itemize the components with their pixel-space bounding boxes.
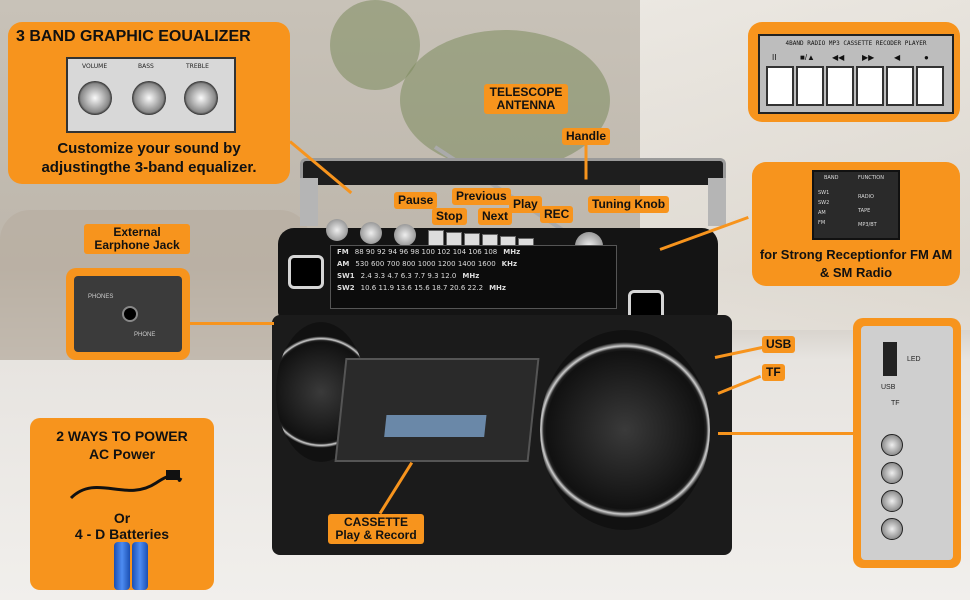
ac-cord-icon: [69, 470, 183, 500]
power-option-batteries: 4 - D Batteries: [74, 526, 170, 542]
function-label: FUNCTION: [858, 175, 884, 181]
battery-icon: [114, 542, 130, 590]
eq-label: VOLUME: [82, 63, 108, 70]
cassette-window: [384, 415, 487, 437]
leader-line: [188, 322, 274, 325]
tuning-label: Tuning Knob: [588, 196, 670, 214]
tf-label: TF: [762, 364, 785, 382]
earphone-label: External Earphone Jack: [84, 224, 190, 255]
right-speaker: [540, 330, 710, 530]
control-panel-image: 4BAND RADIO MP3 CASSETTE RECODER PLAYER …: [758, 34, 954, 114]
usb-callout: LED USB TF: [853, 318, 961, 568]
earphone-callout: PHONES PHONE: [66, 268, 190, 360]
eq-label: TREBLE: [186, 63, 209, 70]
function-option: TAPE: [858, 208, 871, 214]
cassette-door[interactable]: [334, 358, 540, 462]
plant: [330, 0, 420, 90]
handle-leg: [300, 178, 318, 226]
equalizer-callout: 3 BAND GRAPHIC EOUALIZER VOLUME BASS TRE…: [8, 22, 290, 184]
function-option: RADIO: [858, 194, 874, 200]
mode-button: [881, 434, 903, 456]
eq-label: BASS: [138, 63, 154, 70]
control-panel-title: 4BAND RADIO MP3 CASSETTE RECODER PLAYER: [785, 40, 927, 47]
pause-key: [766, 66, 794, 106]
bass-knob[interactable]: [360, 222, 382, 244]
stop-key: [796, 66, 824, 106]
play-key: [886, 66, 914, 106]
band-option: AM: [818, 210, 826, 216]
band-switch-image: BAND FUNCTION SW1 SW2 AM FM RADIO TAPE M…: [812, 170, 900, 240]
next-label: Next: [478, 208, 513, 226]
usb-port-label: USB: [881, 384, 896, 391]
volume-knob[interactable]: [326, 219, 348, 241]
handle: [300, 158, 726, 185]
next-button: [881, 518, 903, 540]
record-symbol: ●: [924, 53, 929, 62]
jack-label: PHONES: [88, 294, 114, 300]
telescope-label: TELESCOPE ANTENNA: [484, 84, 568, 115]
leader-line: [718, 432, 854, 435]
battery-icon: [132, 542, 148, 590]
volume-knob: [78, 81, 112, 115]
equalizer-description: Customize your sound by adjustingthe 3-b…: [41, 140, 257, 176]
usb-port: [883, 342, 897, 376]
pause-label: Pause: [394, 192, 438, 210]
stop-eject-symbol: ■/▲: [800, 53, 815, 62]
usb-panel-image: LED USB TF: [861, 326, 953, 560]
handle-label: Handle: [562, 128, 611, 146]
power-or: Or: [113, 510, 131, 526]
control-panel-callout: 4BAND RADIO MP3 CASSETTE RECODER PLAYER …: [748, 22, 960, 122]
band-option: FM: [818, 220, 826, 226]
bass-knob: [132, 81, 166, 115]
pause-key[interactable]: [428, 230, 444, 246]
rewind-key: [826, 66, 854, 106]
equalizer-title: 3 BAND GRAPHIC EOUALIZER: [16, 28, 251, 45]
previous-button: [881, 490, 903, 512]
previous-label: Previous: [452, 188, 511, 206]
stop-label: Stop: [432, 208, 467, 226]
led-label: LED: [907, 356, 921, 363]
pause-symbol: II: [772, 53, 777, 62]
band-option: SW2: [818, 200, 830, 206]
usb-label: USB: [762, 336, 796, 354]
power-callout: 2 WAYS TO POWER AC Power Or 4 - D Batter…: [30, 418, 214, 590]
leader-line: [584, 143, 588, 180]
treble-knob: [184, 81, 218, 115]
fast-forward-symbol: ▶▶: [862, 53, 875, 62]
cassette-label: CASSETTE Play & Record: [328, 514, 424, 545]
play-symbol: ◀: [894, 53, 901, 62]
band-option: SW1: [818, 190, 830, 196]
power-title: 2 WAYS TO POWER: [56, 428, 188, 444]
band-description: for Strong Receptionfor FM AM & SM Radio: [759, 247, 953, 280]
equalizer-image: VOLUME BASS TREBLE: [66, 57, 236, 133]
tf-port-label: TF: [891, 400, 900, 407]
play-pause-button: [881, 462, 903, 484]
function-option: MP3/BT: [858, 222, 877, 228]
rec-label: REC: [540, 206, 574, 224]
jack-port: [122, 306, 138, 322]
handle-leg: [708, 178, 726, 226]
record-key: [916, 66, 944, 106]
left-vent: [288, 255, 324, 289]
treble-knob[interactable]: [394, 224, 416, 246]
band-callout: BAND FUNCTION SW1 SW2 AM FM RADIO TAPE M…: [752, 162, 960, 286]
forward-key: [856, 66, 884, 106]
play-label: Play: [509, 196, 542, 214]
band-label: BAND: [824, 175, 839, 181]
power-option-ac: AC Power: [88, 446, 156, 462]
rewind-symbol: ◀◀: [832, 53, 845, 62]
jack-label: PHONE: [134, 332, 156, 338]
jack-image: PHONES PHONE: [74, 276, 182, 352]
